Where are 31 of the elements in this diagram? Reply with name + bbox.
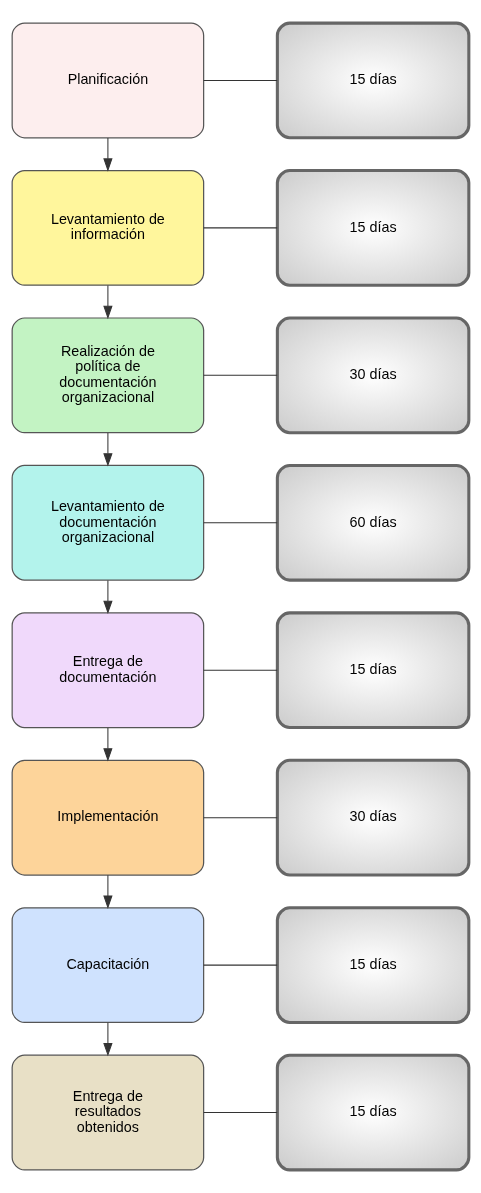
node-box: 30 días	[275, 758, 471, 877]
node-box: 15 días	[275, 21, 471, 140]
arrow	[103, 137, 113, 172]
arrow	[103, 1022, 113, 1057]
connector	[203, 964, 278, 966]
node-box: 15 días	[275, 1053, 471, 1172]
arrow	[103, 727, 113, 762]
arrow	[103, 285, 113, 320]
arrow	[103, 579, 113, 615]
arrow	[103, 874, 113, 909]
node-box: Implementación	[11, 759, 205, 876]
node-box: Entrega de resultados obtenidos	[11, 1054, 205, 1171]
node-box: Levantamiento de documentación organizacional	[11, 464, 205, 581]
node-box: 15 días	[275, 906, 471, 1024]
node-box: Planificación	[11, 22, 205, 139]
connector	[203, 522, 278, 524]
connector	[203, 817, 278, 819]
node-box: Capacitación	[11, 907, 205, 1024]
node-box: Levantamiento de información	[11, 169, 205, 286]
node-box: Entrega de documentación	[11, 612, 205, 729]
connector	[203, 227, 278, 229]
connector	[203, 1112, 278, 1114]
node-box: Realización de política de documentación organizacional	[11, 317, 205, 434]
connector	[203, 374, 278, 376]
node-box: 60 días	[275, 463, 471, 582]
arrow	[103, 432, 113, 467]
connector	[203, 669, 278, 671]
node-box: 15 días	[275, 169, 471, 287]
node-box: 30 días	[275, 316, 471, 435]
connector	[203, 79, 278, 81]
node-box: 15 días	[275, 611, 471, 730]
